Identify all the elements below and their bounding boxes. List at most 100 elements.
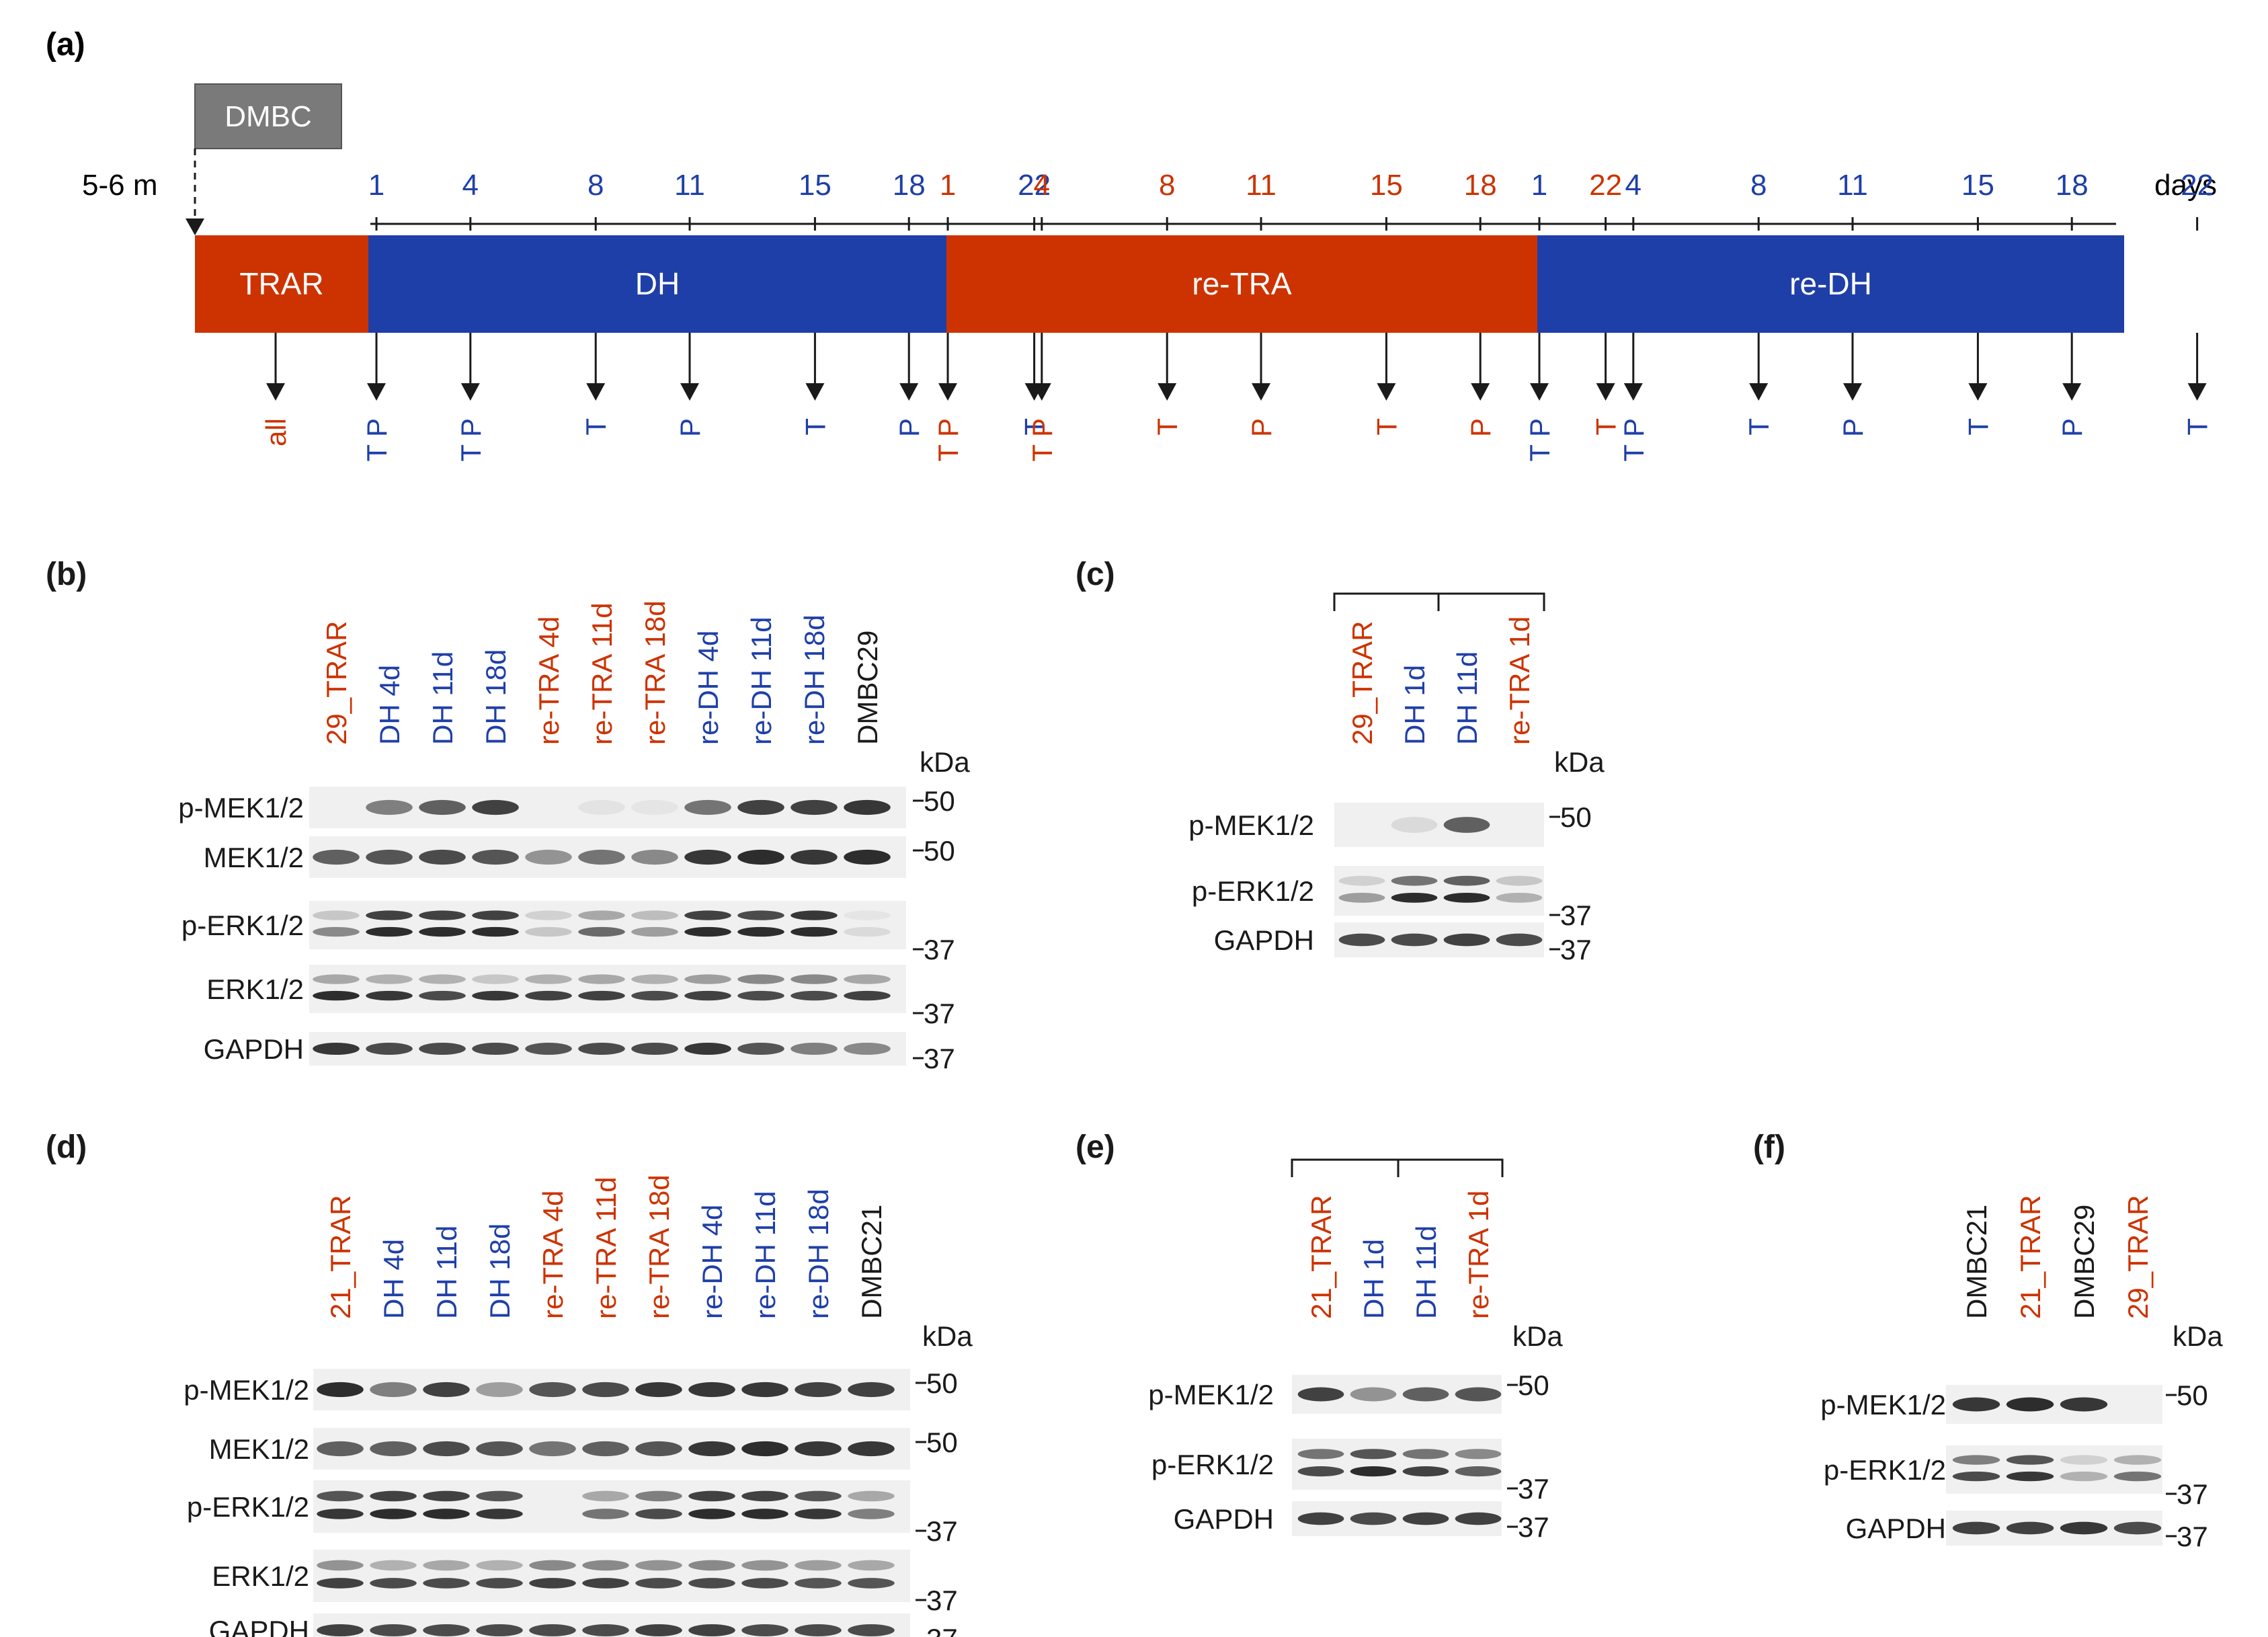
day-label: 15 [799, 169, 832, 202]
protein-band [1952, 1521, 2000, 1535]
protein-band [2060, 1397, 2108, 1412]
protein-band [1443, 817, 1490, 833]
protein-band [313, 910, 360, 920]
protein-band [1338, 933, 1385, 947]
marker-kda-value: 37 [924, 1043, 955, 1074]
day-label: 15 [1370, 169, 1403, 202]
sample-arrowhead-icon [680, 383, 699, 401]
kda-label: kDa [920, 746, 970, 778]
comparison-bracket [1291, 1158, 1504, 1177]
sample-arrowhead-icon [460, 383, 480, 401]
protein-band [844, 974, 891, 984]
protein-band [2006, 1471, 2054, 1482]
protein-band [635, 1509, 682, 1519]
marker-kda-value: 37 [2177, 1478, 2208, 1510]
lane-label: 21_TRAR [325, 1195, 356, 1319]
protein-band [844, 990, 891, 1001]
protein-band [795, 1578, 842, 1589]
protein-label: GAPDH [204, 1033, 304, 1065]
kda-label: kDa [1512, 1320, 1563, 1352]
sample-arrowhead-icon [266, 383, 285, 401]
lane-label: DH 18d [484, 1224, 516, 1319]
protein-band [2113, 1471, 2162, 1482]
protein-band [795, 1624, 842, 1636]
protein-band [370, 1578, 417, 1589]
protein-band [472, 990, 519, 1001]
sample-label: P [674, 418, 706, 437]
dmbc-label: DMBC [225, 100, 312, 133]
sample-arrowhead-icon [1596, 383, 1615, 401]
protein-band [1391, 817, 1438, 833]
lane-label: re-DH 4d [692, 631, 724, 745]
protein-band [366, 926, 413, 937]
protein-label: p-ERK1/2 [1151, 1449, 1274, 1480]
protein-band [366, 1043, 413, 1055]
sample-arrowhead-icon [1252, 383, 1270, 401]
panel-d-label: (d) [46, 1129, 87, 1165]
protein-band [737, 974, 784, 984]
protein-band [848, 1490, 895, 1502]
protein-band [688, 1490, 735, 1502]
protein-band [1350, 1387, 1397, 1402]
sample-arrowhead-icon [1377, 383, 1396, 401]
protein-band [578, 990, 625, 1001]
protein-band [529, 1624, 576, 1636]
sample-arrowhead-icon [899, 383, 919, 401]
sample-arrowhead-icon [1843, 383, 1862, 401]
protein-band [688, 1509, 735, 1519]
sample-label: P [2056, 418, 2088, 437]
sample-arrowhead-icon [938, 383, 957, 401]
protein-label: p-ERK1/2 [187, 1491, 309, 1523]
day-label: 4 [1625, 169, 1642, 202]
sample-label: T P [932, 418, 964, 462]
protein-band [578, 974, 625, 984]
day-label: 11 [1246, 169, 1277, 202]
protein-band [2060, 1455, 2108, 1465]
protein-band [525, 910, 572, 920]
marker-kda-value: 50 [926, 1367, 958, 1399]
lane-label: re-TRA 18d [643, 1174, 675, 1319]
day-label: 18 [1464, 169, 1497, 202]
phase-segment [368, 235, 946, 333]
protein-band [631, 799, 678, 815]
protein-band [848, 1624, 895, 1636]
sample-label: T [1590, 418, 1622, 436]
marker-kda-value: 37 [1560, 934, 1592, 965]
protein-band [1455, 1387, 1502, 1402]
lane-label: re-TRA 18d [639, 600, 671, 745]
protein-band [2006, 1521, 2054, 1535]
protein-band [791, 910, 838, 920]
protein-band [476, 1624, 523, 1636]
lane-label: DMBC29 [2068, 1205, 2100, 1319]
blot-strip [313, 1550, 910, 1602]
protein-band [317, 1578, 364, 1589]
protein-band [631, 849, 678, 865]
age-label: 5-6 m [82, 169, 157, 202]
marker-kda-value: 37 [1518, 1473, 1549, 1505]
kda-label: kDa [922, 1320, 973, 1352]
blot-strip [313, 1480, 910, 1533]
dmbc-box [194, 83, 342, 149]
panel-b-label: (b) [46, 557, 87, 592]
protein-band [848, 1509, 895, 1519]
protein-band [472, 849, 519, 865]
lane-label: re-DH 11d [745, 616, 777, 745]
protein-band [582, 1490, 629, 1502]
sample-label: P [1837, 418, 1869, 437]
sample-label: T P [361, 418, 393, 462]
marker-kda-value: 37 [926, 1623, 958, 1637]
protein-band [737, 1043, 784, 1055]
protein-band [476, 1490, 523, 1502]
protein-band [525, 1043, 572, 1055]
marker-kda-value: 37 [2177, 1521, 2208, 1552]
protein-band [2113, 1455, 2162, 1465]
protein-band [635, 1490, 682, 1502]
lane-label: re-DH 4d [696, 1205, 728, 1319]
sample-arrowhead-icon [805, 383, 825, 401]
protein-band [635, 1578, 682, 1589]
protein-band [795, 1441, 842, 1457]
protein-band [476, 1441, 523, 1457]
